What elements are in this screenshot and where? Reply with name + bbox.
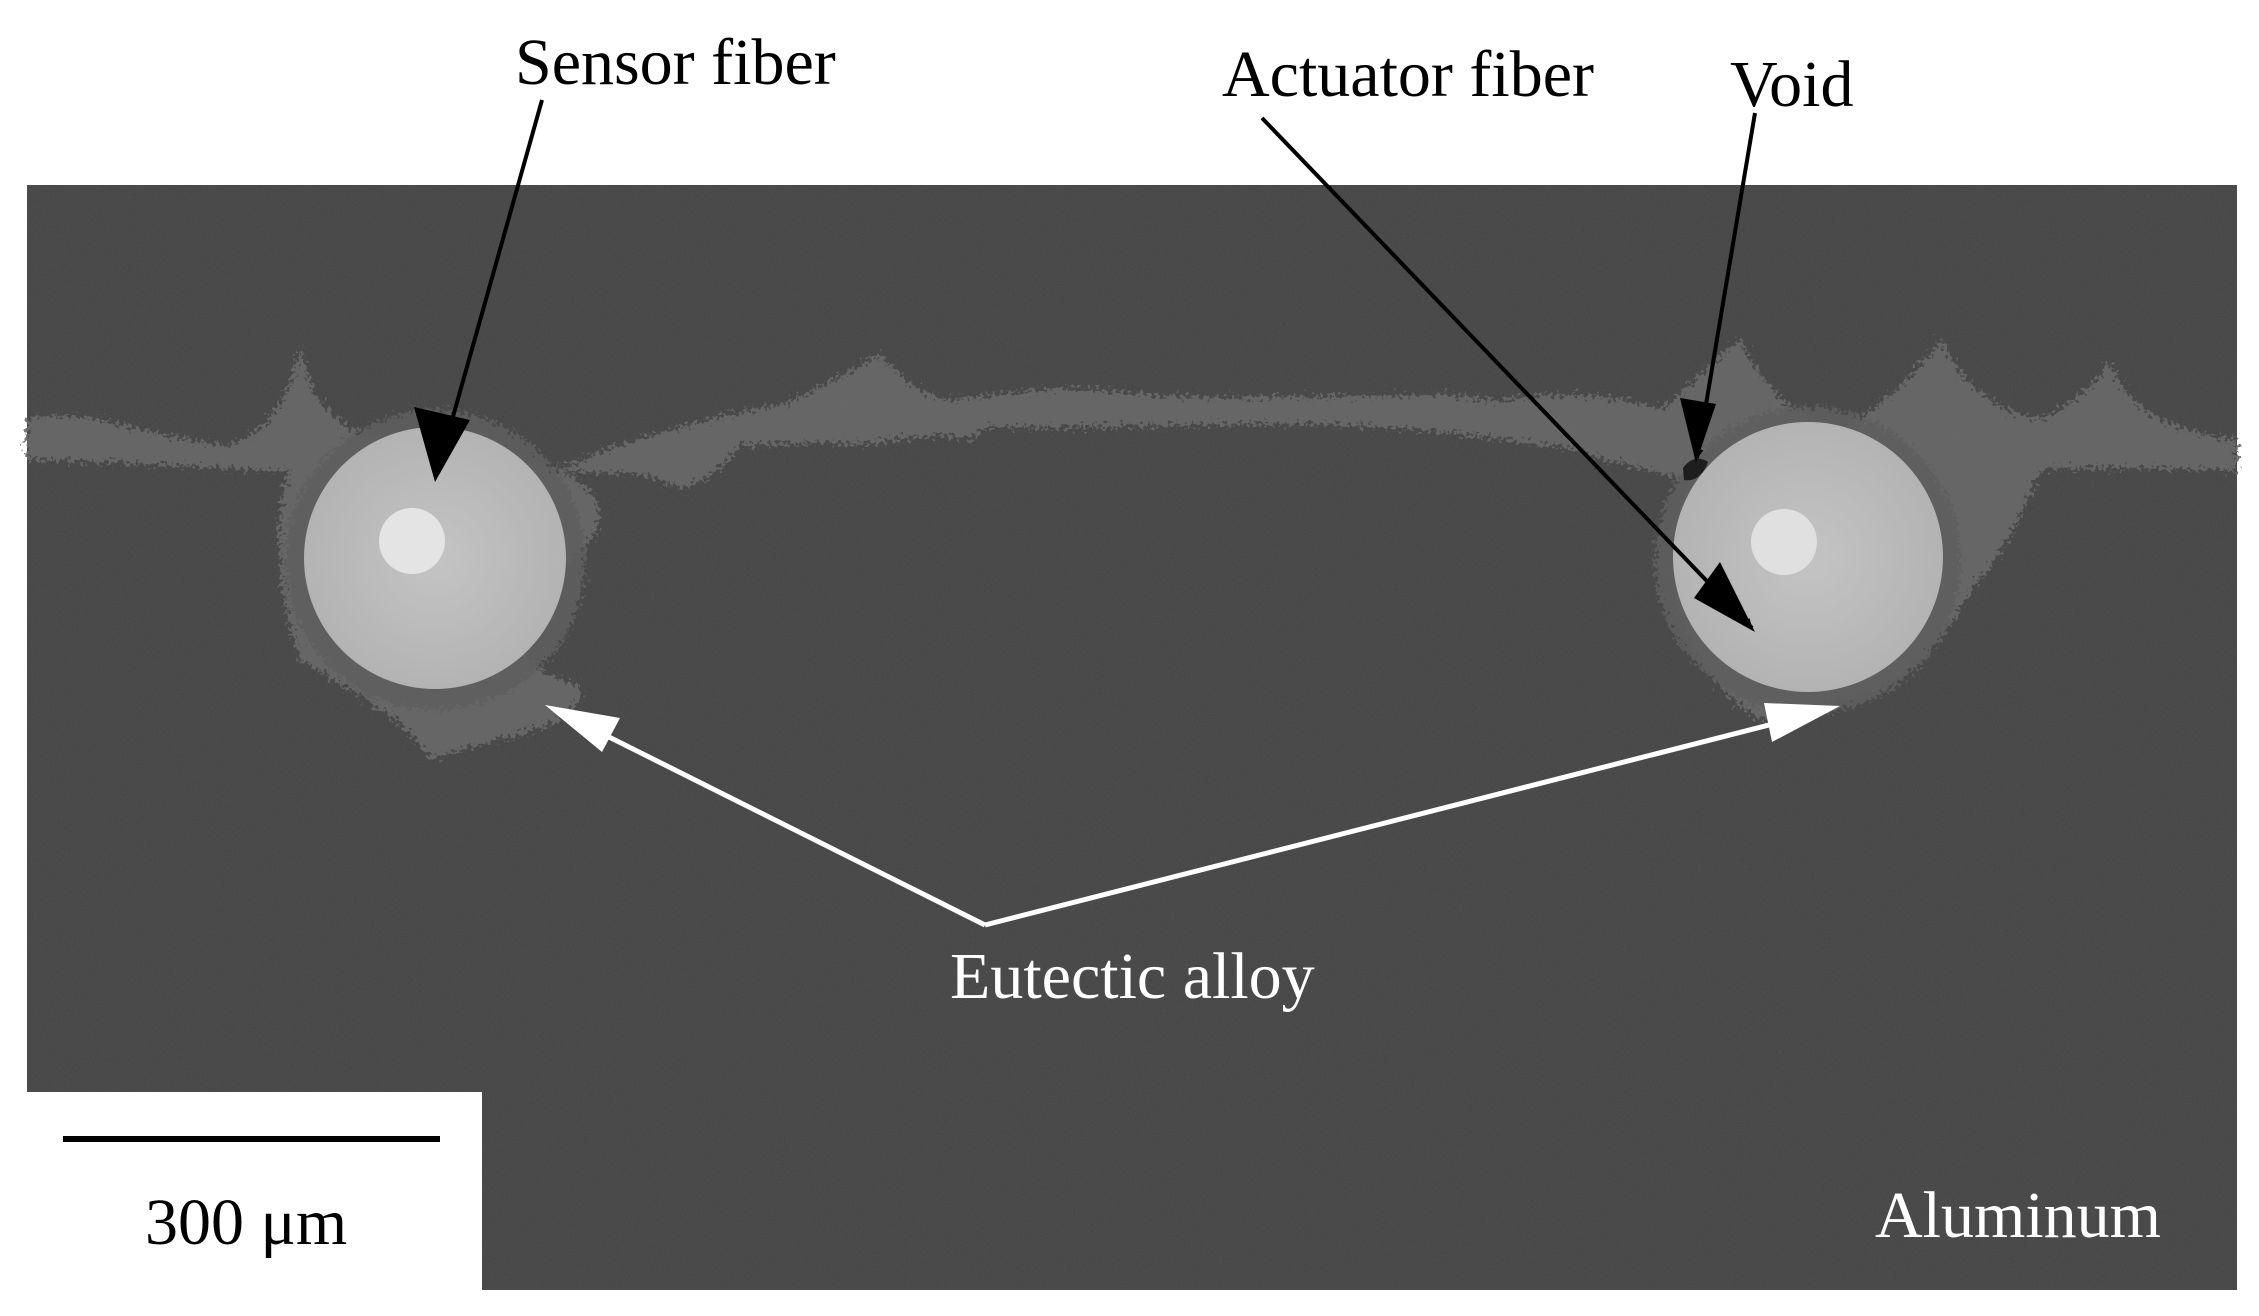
arrow-eutectic-right bbox=[984, 709, 1821, 928]
arrow-sensor-fiber bbox=[435, 99, 544, 471]
scale-bar-inset bbox=[0, 1092, 482, 1316]
arrowhead-actuator-fiber bbox=[1694, 562, 1755, 632]
arrowhead-eutectic-right bbox=[1764, 703, 1840, 742]
arrowhead-eutectic-left bbox=[545, 705, 620, 752]
sensor-fiber-label: Sensor fiber bbox=[515, 26, 836, 99]
actuator-fiber-label: Actuator fiber bbox=[1222, 38, 1594, 111]
void-feature bbox=[1683, 458, 1708, 481]
arrowhead-void bbox=[1680, 398, 1716, 463]
sensor-fiber bbox=[285, 410, 585, 710]
eutectic-alloy-label: Eutectic alloy bbox=[950, 940, 1315, 1013]
scale-bar bbox=[63, 1136, 440, 1142]
annotation-arrows-dark bbox=[435, 99, 1757, 630]
void-label: Void bbox=[1730, 48, 1854, 121]
arrowhead-sensor-fiber bbox=[414, 407, 470, 482]
sensor-fiber-core bbox=[379, 508, 445, 574]
annotation-arrowheads-dark bbox=[414, 398, 1755, 632]
arrow-void bbox=[1693, 112, 1757, 459]
actuator-fiber-core bbox=[1751, 509, 1817, 575]
scale-bar-label: 300 μm bbox=[145, 1186, 348, 1259]
actuator-fiber bbox=[1655, 407, 1961, 713]
arrow-eutectic-left bbox=[563, 712, 987, 928]
aluminum-label: Aluminum bbox=[1875, 1179, 2162, 1252]
arrow-actuator-fiber bbox=[1260, 116, 1754, 630]
annotation-arrows-light bbox=[545, 703, 1840, 928]
